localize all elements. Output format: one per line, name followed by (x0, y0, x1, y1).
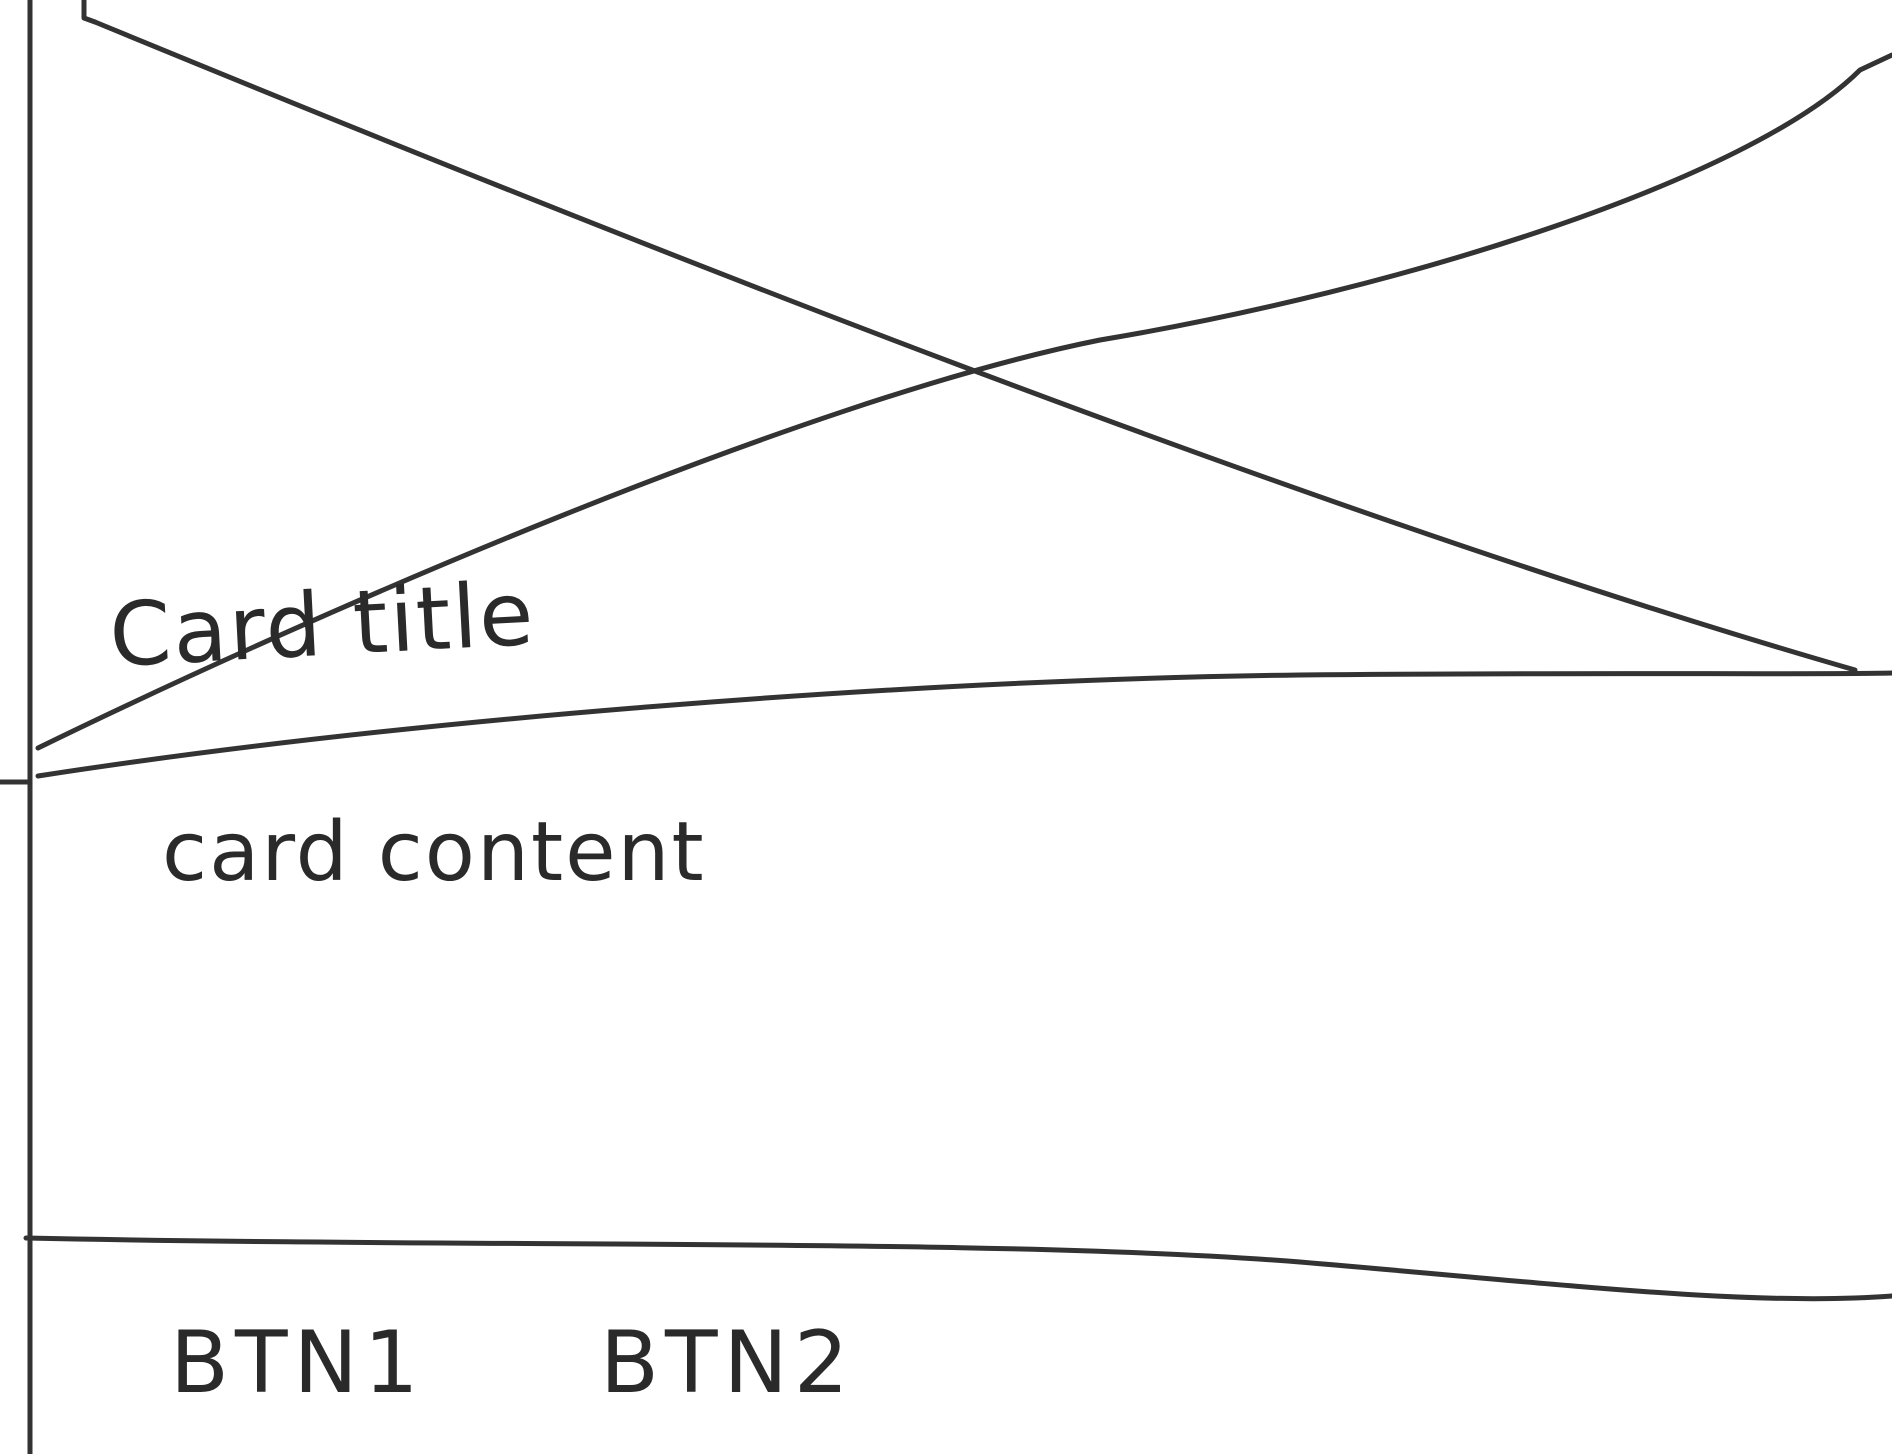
card-actions: BTN1 BTN2 (0, 1260, 1892, 1454)
image-placeholder-corner (81, 0, 98, 25)
footer-divider (23, 1235, 1892, 1302)
card-title: Card title (106, 561, 538, 687)
image-placeholder-cross-1 (92, 19, 1858, 673)
btn1-button[interactable]: BTN1 (170, 1313, 425, 1413)
btn2-button[interactable]: BTN2 (600, 1313, 855, 1413)
card-content: card content (162, 805, 706, 900)
image-placeholder-cross-2 (35, 52, 1892, 751)
header-divider (35, 670, 1892, 779)
